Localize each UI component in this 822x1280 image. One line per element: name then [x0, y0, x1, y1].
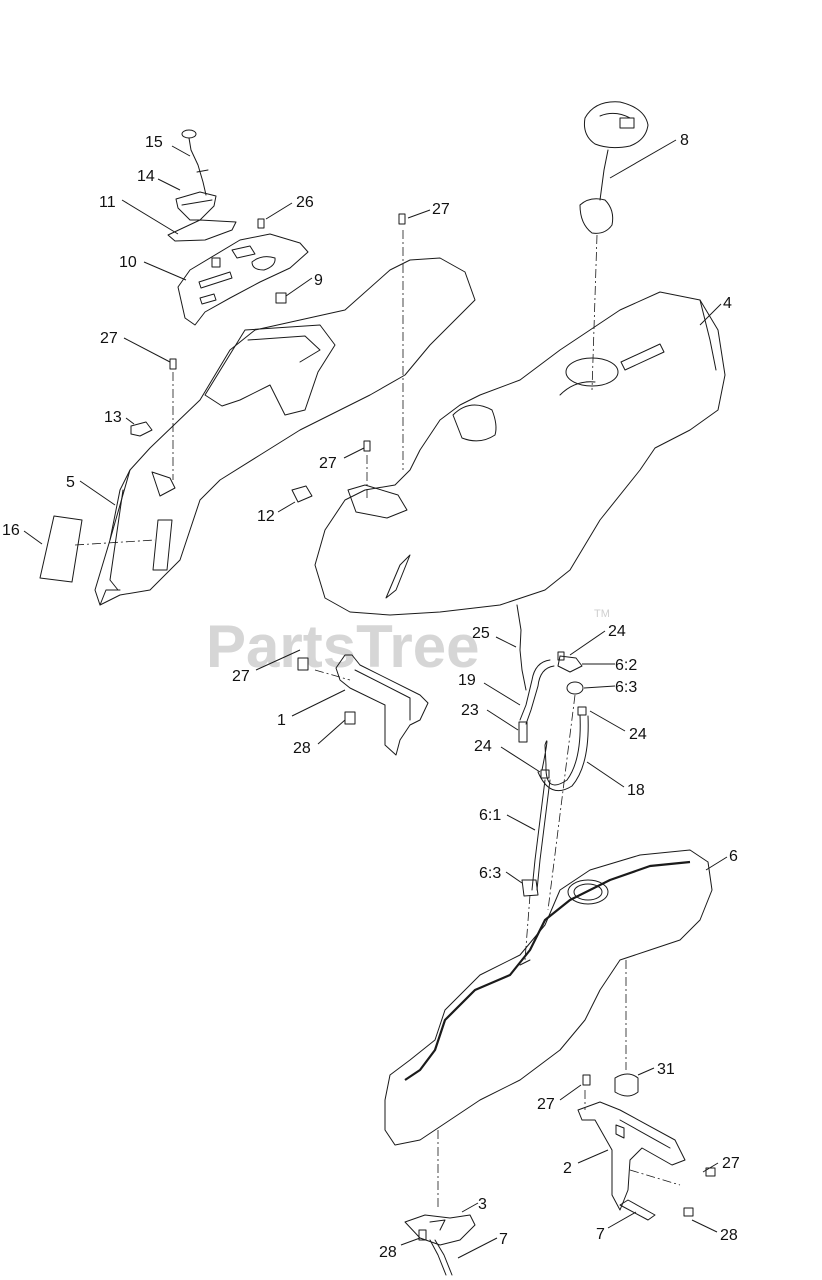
callout-4: 4 — [723, 295, 732, 312]
part-7-strap-left[interactable] — [429, 1239, 453, 1276]
part-19-hose[interactable] — [519, 659, 555, 725]
part-7-strap-right[interactable] — [619, 1199, 656, 1221]
callout-27: 27 — [100, 330, 118, 347]
callout-13: 13 — [104, 409, 122, 426]
part-14-throttle-housing[interactable] — [175, 191, 217, 221]
callout-27: 27 — [432, 201, 450, 218]
screws-lower[interactable] — [418, 1074, 716, 1241]
callout-labels: 15 14 11 26 10 9 27 27 8 4 13 27 5 16 12… — [2, 132, 740, 1261]
part-12-bumper[interactable] — [291, 485, 313, 503]
clamps-24[interactable] — [540, 651, 587, 779]
part-15-lever-knob[interactable] — [181, 129, 209, 196]
callout-14: 14 — [137, 168, 155, 185]
watermark-text: PartsTree — [206, 613, 480, 680]
part-10-mounting-plate[interactable] — [177, 233, 309, 326]
callout-24: 24 — [629, 726, 647, 743]
callout-7: 7 — [596, 1226, 605, 1243]
callout-18: 18 — [627, 782, 645, 799]
part-61-pickup-tube[interactable] — [531, 779, 551, 891]
watermark-trademark: TM — [594, 608, 610, 620]
callout-28: 28 — [720, 1227, 738, 1244]
callout-3: 3 — [478, 1196, 487, 1213]
callout-27: 27 — [232, 668, 250, 685]
part-26-screw[interactable] — [257, 218, 265, 229]
callout-2: 2 — [563, 1160, 572, 1177]
callout-6: 6 — [729, 848, 738, 865]
callout-27: 27 — [537, 1096, 555, 1113]
callout-6-3: 6:3 — [479, 865, 501, 882]
part-8-fuel-cap[interactable] — [579, 101, 649, 234]
part-63-grommet-lower[interactable] — [521, 879, 539, 897]
callout-15: 15 — [145, 134, 163, 151]
callout-6-2: 6:2 — [615, 657, 637, 674]
part-4-fender-body[interactable] — [314, 291, 726, 616]
callout-28: 28 — [293, 740, 311, 757]
callout-5: 5 — [66, 474, 75, 491]
callout-7: 7 — [499, 1231, 508, 1248]
callout-19: 19 — [458, 672, 476, 689]
callout-12: 12 — [257, 508, 275, 525]
part-18-hose[interactable] — [537, 714, 589, 792]
callout-27: 27 — [319, 455, 337, 472]
callout-31: 31 — [657, 1061, 675, 1078]
part-23-fitting[interactable] — [518, 721, 528, 743]
part-6-fuel-tank[interactable] — [384, 849, 713, 1146]
callout-10: 10 — [119, 254, 137, 271]
callout-6-3: 6:3 — [615, 679, 637, 696]
part-3-bracket[interactable] — [404, 1214, 476, 1246]
part-1-bracket[interactable] — [297, 654, 429, 756]
callout-16: 16 — [2, 522, 20, 539]
callout-11: 11 — [99, 194, 116, 211]
part-25-vent-line[interactable] — [516, 604, 527, 691]
part-5-console-panel[interactable] — [94, 257, 476, 606]
part-11-plate[interactable] — [167, 219, 237, 268]
part-63-grommet-upper[interactable] — [566, 681, 584, 695]
part-13-bumper[interactable] — [130, 421, 153, 437]
callout-24: 24 — [474, 738, 492, 755]
part-62-elbow[interactable] — [557, 655, 583, 673]
callout-24: 24 — [608, 623, 626, 640]
assembly-centerlines — [74, 230, 681, 1210]
callout-8: 8 — [680, 132, 689, 149]
callout-9: 9 — [314, 272, 323, 289]
callout-27: 27 — [722, 1155, 740, 1172]
callout-26: 26 — [296, 194, 314, 211]
part-16-decal[interactable] — [39, 515, 83, 583]
callout-23: 23 — [461, 702, 479, 719]
part-9-clip[interactable] — [275, 292, 287, 304]
callout-28: 28 — [379, 1244, 397, 1261]
callout-1: 1 — [277, 712, 286, 729]
callout-25: 25 — [472, 625, 490, 642]
screws-27-upper[interactable] — [169, 213, 408, 519]
callout-6-1: 6:1 — [479, 807, 501, 824]
leader-lines — [23, 139, 728, 1259]
part-2-bracket[interactable] — [577, 1073, 686, 1211]
